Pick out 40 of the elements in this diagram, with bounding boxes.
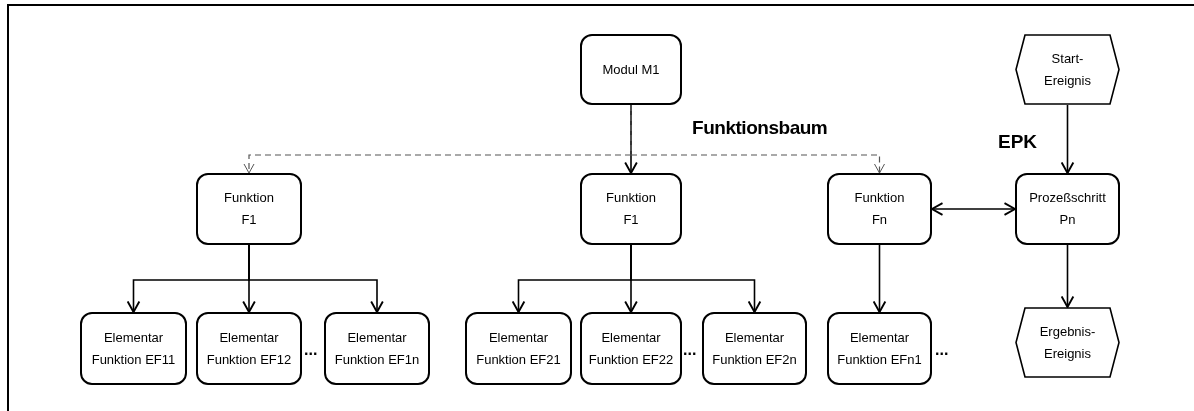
- process-box: [702, 312, 807, 385]
- process-box: [324, 312, 430, 385]
- node-text: Funktion F1: [223, 189, 275, 229]
- node-text: Elementar Funktion EF11: [90, 328, 177, 369]
- ellipsis-label: ...: [935, 342, 949, 358]
- process-box: [196, 173, 302, 245]
- node-text: Elementar Funktion EF21: [475, 328, 562, 369]
- node-text: Elementar Funktion EF22: [587, 328, 675, 369]
- node-text: Prozeßschritt Pn: [1028, 189, 1107, 229]
- node-text: Elementar Funktion EFn1: [836, 328, 923, 369]
- node-text: Elementar Funktion EF1n: [333, 328, 421, 369]
- process-box: [80, 312, 187, 385]
- arrow: [630, 104, 885, 174]
- process-box: [827, 173, 932, 245]
- ellipsis-label: ...: [304, 342, 318, 358]
- event-hexagon: [1015, 34, 1120, 105]
- section-heading: Funktionsbaum: [692, 116, 828, 140]
- section-heading: EPK: [998, 130, 1038, 154]
- arrow: [248, 244, 384, 313]
- process-box: [580, 34, 682, 105]
- ellipsis-label: ...: [683, 342, 697, 358]
- event-hexagon: [1015, 307, 1120, 378]
- node-text: Ergebnis- Ereignis: [1038, 322, 1097, 363]
- process-box: [1015, 173, 1120, 245]
- node-text: Elementar Funktion EF12: [205, 328, 293, 369]
- process-box: [196, 312, 302, 385]
- arrow: [1060, 104, 1075, 174]
- process-box: [827, 312, 932, 385]
- process-box: [580, 173, 682, 245]
- node-text: Start- Ereignis: [1043, 49, 1092, 90]
- process-box: [580, 312, 682, 385]
- node-text: Elementar Funktion EF2n: [711, 328, 798, 369]
- process-box: [465, 312, 572, 385]
- arrow: [872, 244, 887, 313]
- arrow: [1060, 244, 1075, 308]
- node-text: Modul M1: [602, 60, 660, 79]
- arrow: [931, 202, 1016, 216]
- node-text: Funktion Fn: [853, 189, 906, 229]
- arrow: [630, 244, 762, 313]
- node-text: Funktion F1: [605, 189, 657, 229]
